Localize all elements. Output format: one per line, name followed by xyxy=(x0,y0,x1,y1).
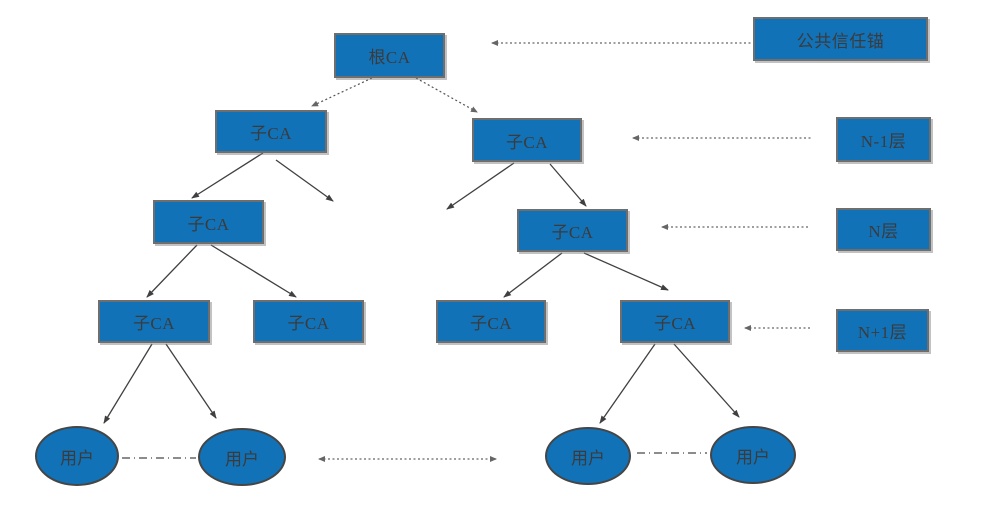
edge-l3right-to-l4-4 xyxy=(583,252,669,291)
sub-ca-level3-left-node: 子CA xyxy=(153,200,264,244)
user-3-node: 用户 xyxy=(545,427,631,485)
edge-l3right-to-l4-3 xyxy=(503,252,563,298)
edge-l2right-floating xyxy=(446,162,515,210)
edge-l2left-floating xyxy=(275,159,334,202)
sub-ca-level2-right-node: 子CA xyxy=(472,118,582,162)
edge-l4-1-to-user1 xyxy=(103,343,153,424)
edge-root-to-subca-right xyxy=(415,77,478,113)
user-2-node: 用户 xyxy=(198,428,286,486)
edge-l3left-to-l4-1 xyxy=(146,244,198,298)
edge-root-to-subca-left xyxy=(311,77,373,107)
edge-l4-1-to-user2 xyxy=(165,343,217,419)
edge-l2right-to-l3right xyxy=(549,163,587,207)
root-ca-node: 根CA xyxy=(334,33,445,78)
edge-l4-4-to-user3 xyxy=(599,343,656,424)
user-1-node: 用户 xyxy=(35,426,119,486)
trust-anchor-node: 公共信任锚 xyxy=(753,17,928,61)
sub-ca-level2-left-node: 子CA xyxy=(215,110,327,153)
edge-l2left-to-l3left xyxy=(191,152,264,199)
sub-ca-level4-1-node: 子CA xyxy=(98,300,210,343)
layer-n-label-node: N层 xyxy=(836,208,931,251)
edge-l4-4-to-user4 xyxy=(673,343,740,418)
sub-ca-level3-right-node: 子CA xyxy=(517,209,628,252)
sub-ca-level4-2-node: 子CA xyxy=(253,300,364,343)
user-4-node: 用户 xyxy=(710,426,796,484)
layer-n-minus-1-label-node: N-1层 xyxy=(836,117,931,162)
sub-ca-level4-4-node: 子CA xyxy=(620,300,730,343)
layer-n-plus-1-label-node: N+1层 xyxy=(836,309,929,352)
sub-ca-level4-3-node: 子CA xyxy=(436,300,546,343)
edge-l3left-to-l4-2 xyxy=(210,244,297,298)
